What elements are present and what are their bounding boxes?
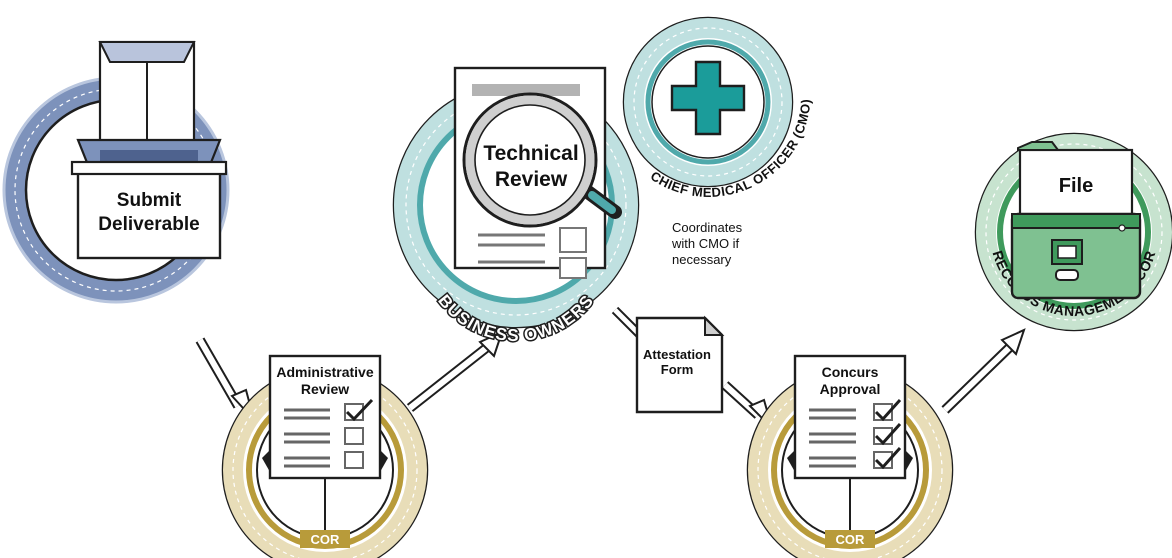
- cmo-note-line3: necessary: [672, 252, 732, 267]
- submission-box-icon: [70, 138, 228, 260]
- cmo-node: CHIEF MEDICAL OFFICER (CMO): [622, 16, 813, 200]
- admin-label-line1: Administrative: [276, 364, 373, 380]
- admin-label-line2: Review: [301, 381, 349, 397]
- contractor-node: CONTRACTOR Submit Deliverable: [2, 40, 230, 304]
- records-node: RECORDS MANAGEMENT COR File: [974, 132, 1172, 332]
- approval-label-line1: Concurs: [822, 364, 879, 380]
- attestation-line2: Form: [661, 362, 694, 377]
- arrow-approval-to-records: [941, 328, 1026, 414]
- cor-admin-ring-label: COR: [311, 532, 341, 547]
- medical-cross-icon: [670, 60, 746, 136]
- cmo-note-line1: Coordinates: [672, 220, 743, 235]
- contractor-label-line2: Deliverable: [98, 214, 199, 235]
- file-label: File: [1059, 175, 1093, 197]
- checklist-document-icon: [262, 354, 388, 480]
- cor-admin-node: COR Administrative Review: [221, 354, 429, 558]
- cmo-note-line2: with CMO if: [671, 236, 740, 251]
- magnifying-glass-icon: [462, 92, 622, 228]
- technical-review-line2: Review: [495, 168, 568, 191]
- cor-approval-node: COR Concurs Approval: [746, 354, 954, 558]
- file-cabinet-icon: [1010, 141, 1142, 300]
- approval-label-line2: Approval: [820, 381, 881, 397]
- contractor-label-line1: Submit: [117, 190, 182, 211]
- technical-review-line1: Technical: [483, 142, 578, 165]
- approval-checklist-icon: [787, 354, 913, 480]
- arrow-admin-to-business: [406, 330, 504, 412]
- business-owners-node: BUSINESS OWNERS Technical Review: [392, 66, 640, 347]
- cor-approval-ring-label: COR: [836, 532, 866, 547]
- attestation-line1: Attestation: [643, 347, 711, 362]
- attestation-form-icon: [635, 315, 725, 414]
